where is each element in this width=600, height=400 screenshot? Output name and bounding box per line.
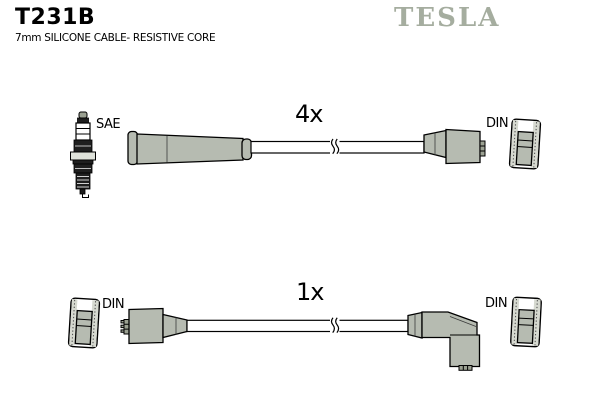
- break-mark-icon: [330, 138, 340, 155]
- tesla-logo: TESLA: [394, 3, 501, 33]
- terminal-label-sae: SAE: [96, 117, 120, 132]
- spark-plug-icon: [70, 111, 96, 198]
- straight-boot-icon: [127, 130, 253, 166]
- din-terminal-sleeve-icon: [509, 296, 543, 348]
- terminal-label-din-bottom-left: DIN: [102, 297, 124, 312]
- elbow-boot-90-icon: [407, 311, 481, 371]
- product-description: 7mm SILICONE CABLE- RESISTIVE CORE: [15, 32, 216, 44]
- break-mark-icon: [330, 317, 340, 334]
- din-terminal-sleeve-icon: [67, 297, 101, 349]
- quantity-label-top: 4x: [295, 100, 323, 128]
- terminal-label-din-bottom-right: DIN: [485, 296, 507, 311]
- assembly-bottom: DIN 1x: [67, 278, 543, 371]
- din-terminal-sleeve-icon: [508, 118, 542, 170]
- assembly-top: SAE 4x: [70, 100, 542, 198]
- terminal-label-din-top: DIN: [486, 116, 508, 131]
- cable-bottom: [186, 319, 409, 333]
- din-plug-icon: [120, 307, 188, 345]
- quantity-label-bottom: 1x: [296, 278, 324, 306]
- din-plug-icon: [423, 128, 486, 165]
- part-number: T231B: [15, 5, 96, 30]
